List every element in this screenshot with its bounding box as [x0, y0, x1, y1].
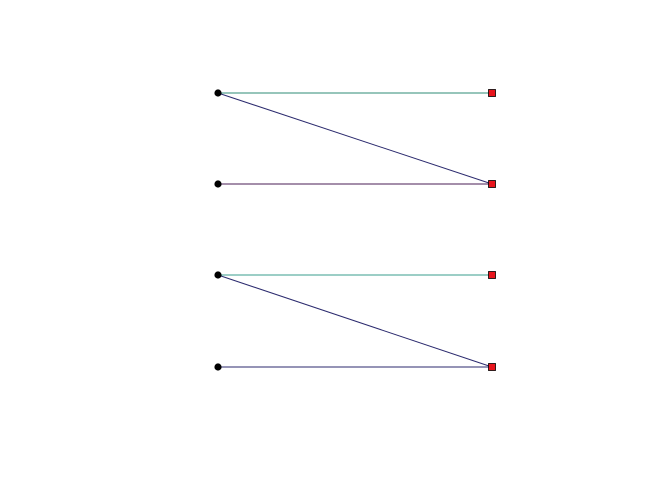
left-node-l1 — [214, 89, 222, 97]
right-node-r3 — [488, 271, 496, 279]
left-node-l2 — [214, 180, 222, 188]
edge-layer — [217, 92, 493, 368]
right-node-r1 — [488, 89, 496, 97]
edge-l1-r2 — [217, 92, 493, 185]
left-node-l4 — [214, 363, 222, 371]
node-layer — [214, 89, 496, 371]
edge-l3-r4 — [217, 274, 493, 368]
right-node-r4 — [488, 363, 496, 371]
right-node-r2 — [488, 180, 496, 188]
left-node-l3 — [214, 271, 222, 279]
